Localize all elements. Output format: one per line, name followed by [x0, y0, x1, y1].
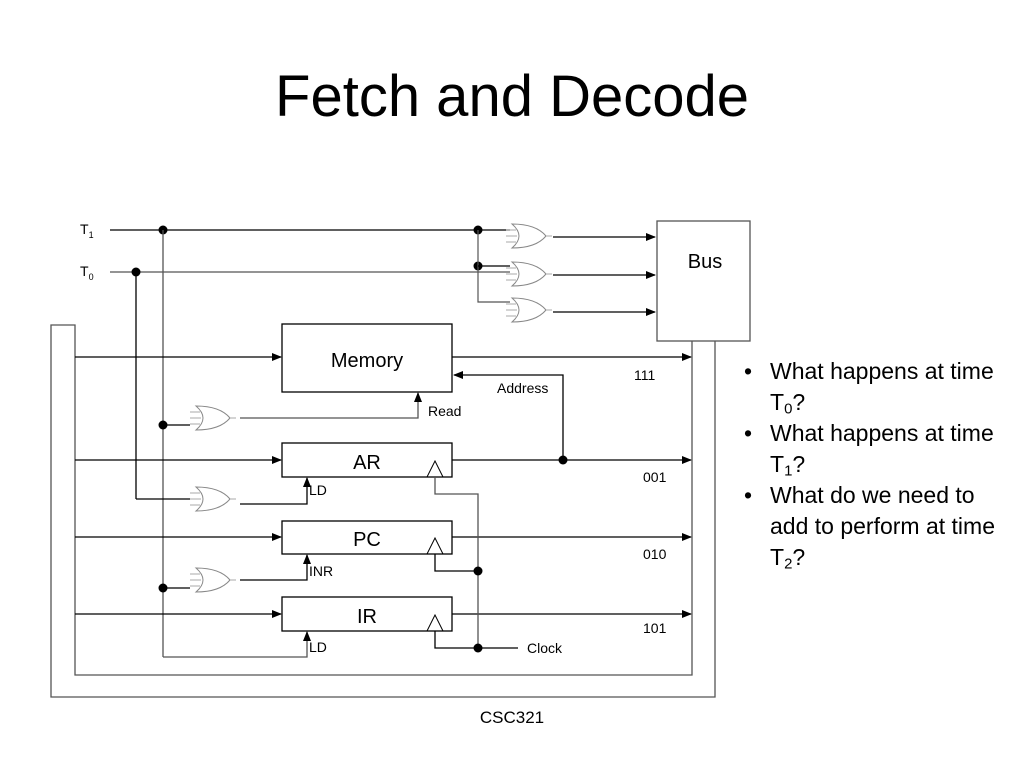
clock-label: Clock — [527, 640, 563, 656]
ir-label: IR — [357, 606, 377, 628]
memory-select-code: 111 — [634, 367, 655, 383]
clock-junction-ir — [473, 643, 483, 653]
or-gate-s2 — [505, 223, 553, 249]
ir-select-code: 101 — [643, 620, 667, 636]
memory-block — [281, 323, 453, 393]
ar-ld-wire — [240, 477, 311, 505]
question-item: • What happens at time T1? — [744, 420, 994, 480]
t1-label: T1 — [80, 221, 94, 240]
bullet-icon: • — [744, 358, 753, 384]
pc-clock-triangle — [426, 536, 444, 555]
clock-junction-pc — [473, 566, 483, 576]
ar-ld-label: LD — [309, 482, 327, 498]
pc-label: PC — [353, 529, 381, 551]
ar-label: AR — [353, 452, 381, 474]
read-label: Read — [428, 403, 461, 419]
bus-label: Bus — [688, 251, 722, 273]
memory-label: Memory — [331, 350, 403, 372]
pc-inr-wire — [240, 554, 311, 581]
or-gate-s0 — [505, 297, 553, 323]
t1-branch-wire — [477, 230, 510, 303]
bullet-icon: • — [744, 482, 753, 508]
or-gate-read — [189, 405, 237, 431]
ir-ld-label: LD — [309, 639, 327, 655]
question-item: • What do we need to add to perform at t… — [744, 482, 995, 573]
ar-register — [281, 442, 453, 478]
t0-label: T0 — [80, 263, 94, 282]
address-label: Address — [497, 380, 548, 396]
ar-clock-triangle — [426, 459, 444, 478]
address-junction — [558, 455, 568, 465]
read-wire — [240, 392, 422, 419]
ir-register — [281, 596, 453, 632]
or-gate-ar-ld — [189, 486, 237, 512]
ar-select-code: 001 — [643, 469, 667, 485]
clock-wire-ir — [434, 631, 518, 649]
or-gate-s1 — [505, 261, 553, 287]
pc-select-code: 010 — [643, 546, 667, 562]
bullet-icon: • — [744, 420, 753, 446]
slide-footer: CSC321 — [479, 708, 545, 727]
clock-wire-pc — [434, 554, 478, 572]
slide-title: Fetch and Decode — [275, 64, 749, 129]
address-wire — [453, 371, 564, 460]
bus-output-wire — [50, 324, 716, 698]
or-gate-pc-inr — [189, 567, 237, 593]
bus-block — [656, 220, 751, 342]
question-list: • What happens at time T0? • What happen… — [742, 356, 1002, 573]
question-item: • What happens at time T0? — [744, 358, 994, 418]
ir-clock-triangle — [426, 613, 444, 632]
pc-inr-label: INR — [309, 563, 333, 579]
ir-ld-wire — [163, 631, 311, 658]
